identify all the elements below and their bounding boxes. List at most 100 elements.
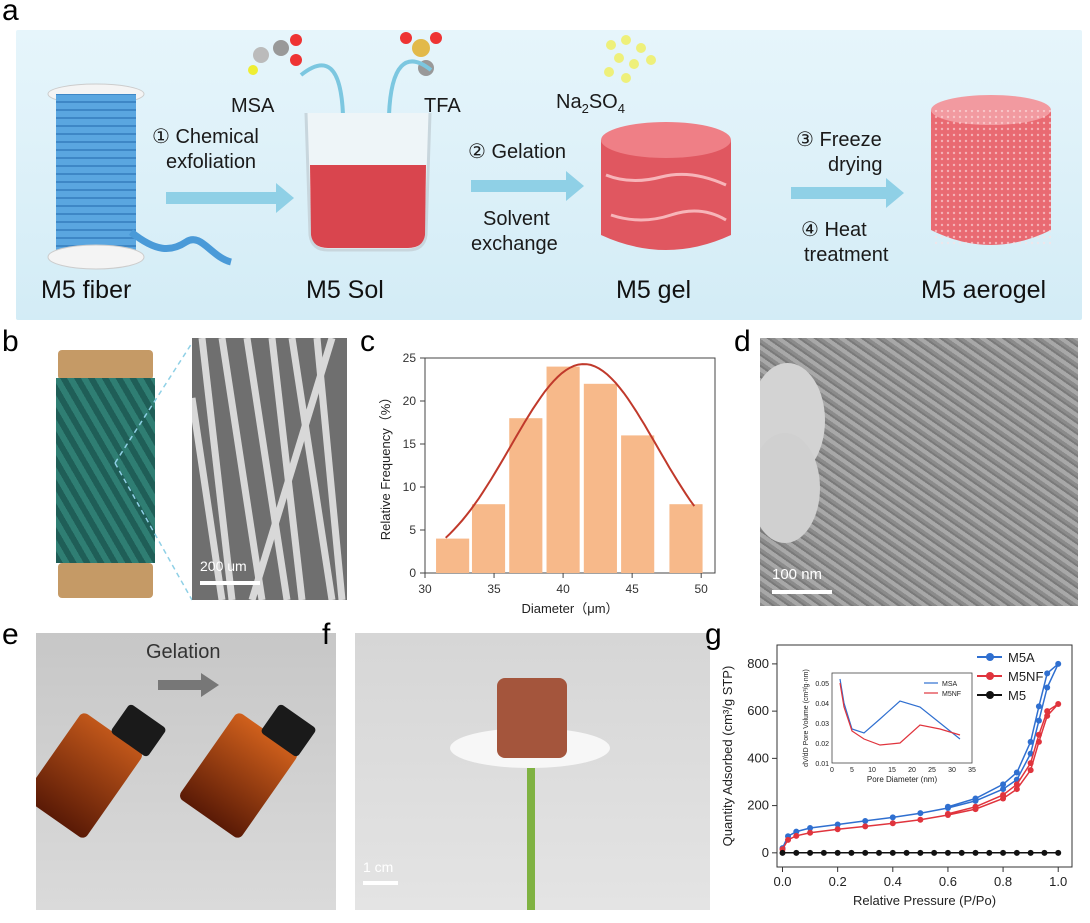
data-point: [1000, 849, 1007, 856]
data-point: [834, 849, 841, 856]
scalebar-f: [363, 881, 398, 885]
data-point: [793, 849, 800, 856]
y-axis-title: Quantity Adsorbed (cm³/g STP): [720, 666, 735, 847]
aerogel-illustration: [931, 95, 1051, 245]
x-axis-title: Diameter（μm）: [521, 601, 618, 616]
legend-marker: [986, 691, 994, 699]
step3-label-line1: ③ Freeze: [796, 129, 882, 151]
salt-label: Na2SO4: [556, 90, 625, 121]
salt-particles-icon: [604, 35, 656, 83]
inset-frame: [831, 672, 973, 764]
data-point: [834, 826, 841, 833]
y-tick-label: 400: [747, 750, 769, 765]
y-tick-label: 20: [403, 394, 417, 408]
y-tick-label: 0: [762, 845, 769, 860]
step1-label-line1: ① Chemical: [152, 126, 259, 148]
scalebar-d-label: 100 nm: [772, 566, 823, 583]
stage-label-aerogel: M5 aerogel: [921, 276, 1047, 304]
step2b-label-line2: exchange: [471, 233, 558, 255]
sem-fibers: [192, 338, 346, 600]
inset-x-tick-label: 5: [850, 767, 854, 774]
gelation-arrow-head: [201, 673, 219, 697]
step2b-label-line1: Solvent: [483, 208, 550, 230]
inset-y-tick-label: 0.02: [815, 741, 829, 748]
msa-label: MSA: [231, 95, 275, 117]
beaker-illustration: [304, 112, 432, 252]
x-tick-label: 0.0: [773, 874, 791, 889]
inset-x-tick-label: 15: [888, 767, 896, 774]
data-point: [1041, 849, 1048, 856]
data-point: [820, 849, 827, 856]
data-point: [1044, 670, 1051, 677]
y-tick-label: 25: [403, 351, 417, 365]
legend-label: M5: [1008, 688, 1026, 703]
x-axis-title: Relative Pressure (P/Po): [853, 893, 996, 908]
data-point: [848, 849, 855, 856]
data-point: [944, 849, 951, 856]
scalebar-d: [772, 590, 832, 594]
data-point: [1027, 760, 1034, 767]
process-arrow-3: [791, 178, 904, 208]
plot-frame: [776, 644, 1073, 868]
y-tick-label: 600: [747, 703, 769, 718]
curved-arrow-icon: [299, 59, 433, 116]
salt-text-b: SO: [588, 91, 618, 113]
step3-label-line2: drying: [828, 154, 883, 176]
inset-series-line: [839, 682, 961, 746]
data-point: [834, 821, 841, 828]
histogram-bar: [583, 383, 617, 573]
data-point: [1044, 708, 1051, 715]
inset-series-line: [839, 678, 961, 740]
bobbin-top: [58, 350, 153, 380]
inset-x-tick-label: 0: [830, 767, 834, 774]
stage-label-gel: M5 gel: [616, 276, 692, 304]
data-point: [944, 803, 951, 810]
gaussian-fit-curve: [445, 363, 696, 539]
inset-y-tick-label: 0.04: [815, 701, 829, 708]
flower-stem: [527, 768, 535, 910]
y-tick-label: 15: [403, 437, 417, 451]
data-point: [862, 849, 869, 856]
data-point: [779, 849, 786, 856]
step1-label-line2: exfoliation: [166, 151, 257, 173]
panel-label-a: a: [2, 0, 19, 27]
inset-y-tick-label: 0.03: [815, 721, 829, 728]
data-point: [1044, 712, 1051, 719]
data-point: [944, 810, 951, 817]
gelation-arrow: [158, 680, 203, 690]
data-point: [862, 817, 869, 824]
panel-label-e: e: [2, 618, 19, 651]
data-point: [903, 849, 910, 856]
histogram-bar: [546, 366, 580, 573]
data-point: [1035, 738, 1042, 745]
inset-y-tick-label: 0.05: [815, 681, 829, 688]
scalebar-f-label: 1 cm: [363, 859, 394, 875]
data-point: [931, 849, 938, 856]
molecule-icon: [400, 32, 442, 76]
x-tick-label: 0.8: [994, 874, 1012, 889]
data-point: [1055, 701, 1062, 708]
fiber-sem-image: 200 um: [192, 338, 347, 600]
x-tick-label: 30: [418, 582, 432, 596]
data-point: [986, 849, 993, 856]
inset-x-tick-label: 20: [908, 767, 916, 774]
y-tick-label: 800: [747, 656, 769, 671]
data-point: [972, 849, 979, 856]
panel-label-g: g: [705, 618, 722, 651]
data-point: [1027, 767, 1034, 774]
inset-x-tick-label: 35: [968, 767, 976, 774]
data-point: [1044, 684, 1051, 691]
x-tick-label: 1.0: [1049, 874, 1067, 889]
y-tick-label: 10: [403, 480, 417, 494]
inset-legend-label: M5NF: [942, 691, 961, 698]
scalebar-b-label: 200 um: [200, 558, 247, 574]
x-tick-label: 0.2: [829, 874, 847, 889]
data-point: [1027, 750, 1034, 757]
panel-label-c: c: [360, 325, 375, 358]
legend-marker: [986, 653, 994, 661]
data-point: [958, 849, 965, 856]
histogram-bar: [621, 435, 655, 573]
salt-sub-a: 2: [581, 101, 589, 116]
